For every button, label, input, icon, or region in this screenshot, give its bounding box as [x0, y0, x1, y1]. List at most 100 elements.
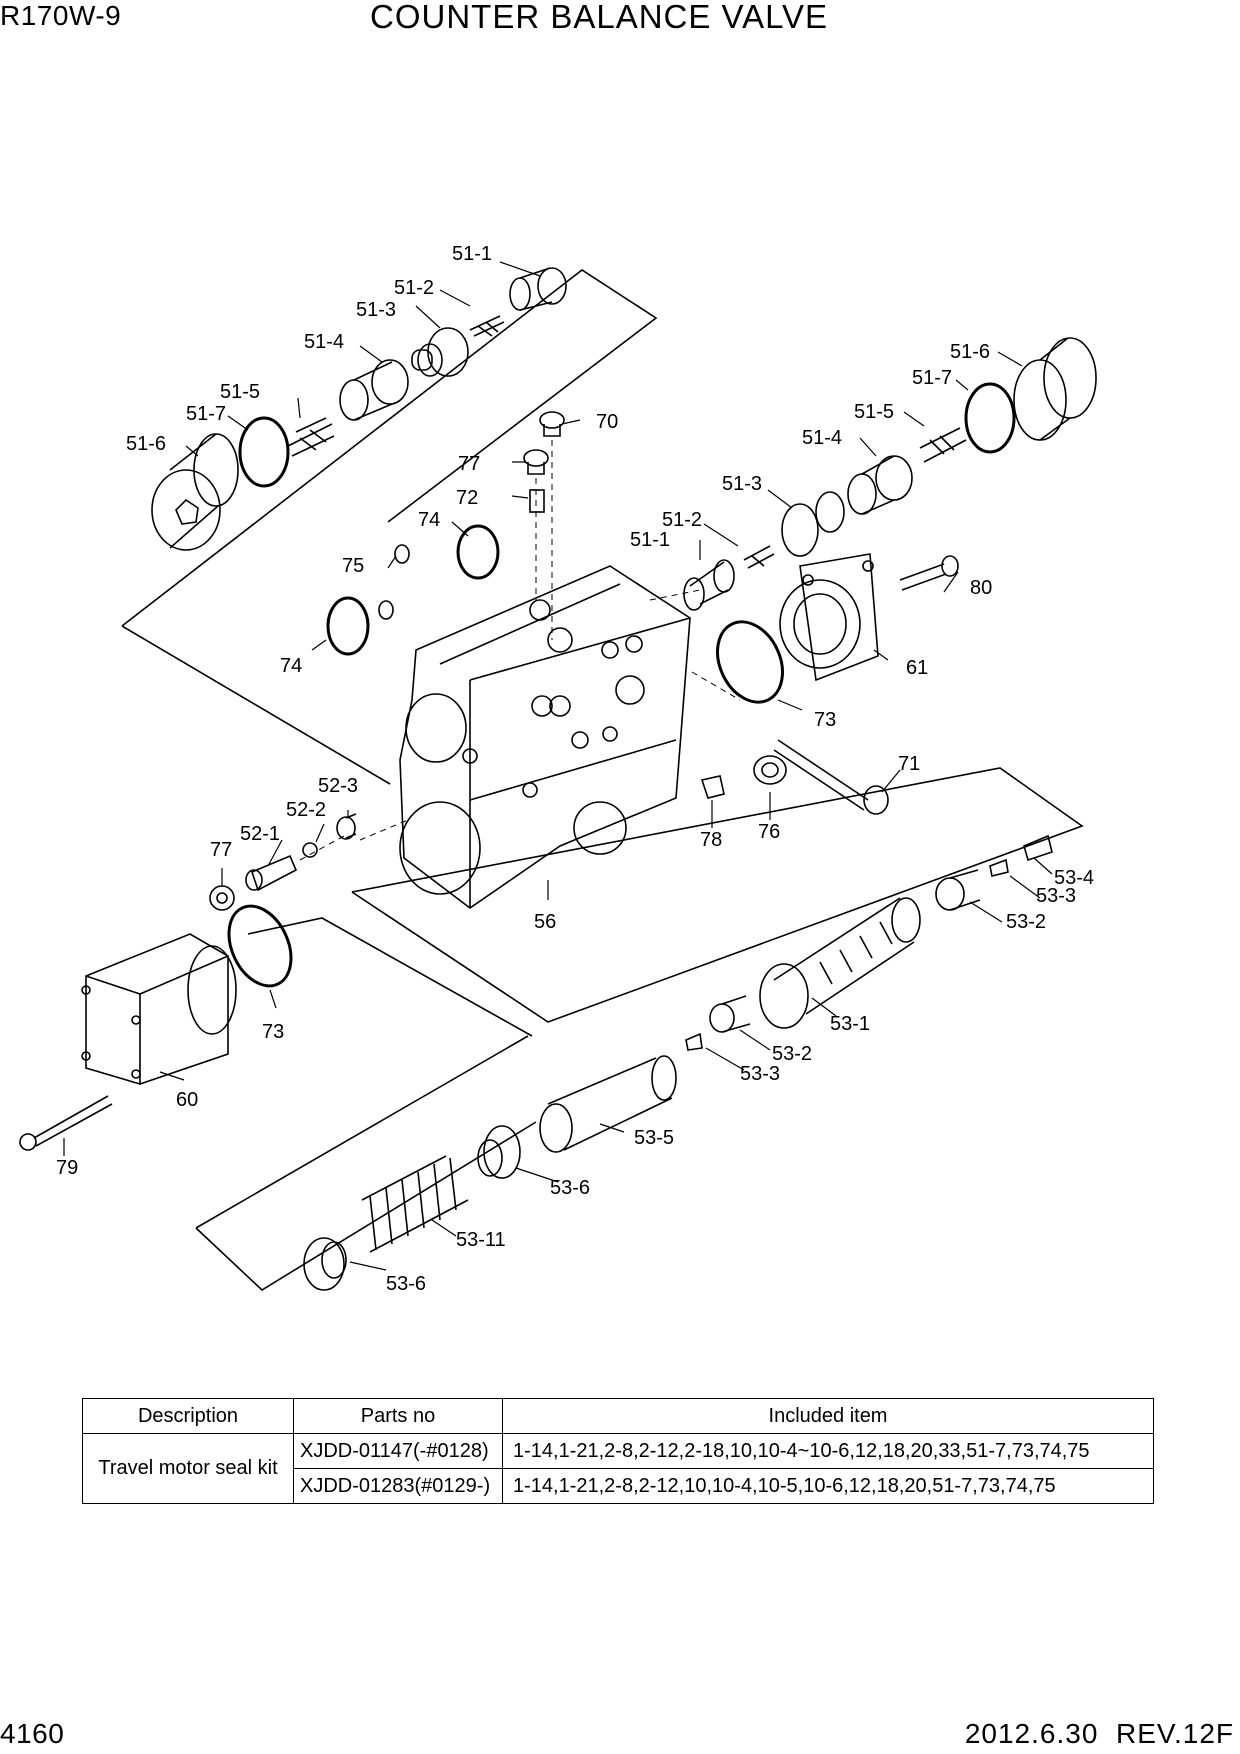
group-outline-51-left — [121, 269, 658, 785]
part-77-side-plug — [209, 885, 235, 911]
callout-51-2-right: 51-2 — [662, 509, 702, 531]
part-76-plug — [753, 755, 787, 785]
part-77-top-plug — [523, 449, 549, 475]
part-79-bolt — [19, 1095, 113, 1151]
callout-71: 71 — [898, 753, 920, 775]
callout-61: 61 — [906, 657, 928, 679]
part-53-11-spring — [361, 1155, 469, 1253]
callout-51-2-left: 51-2 — [394, 277, 434, 299]
part-51-2-left-spring — [469, 315, 505, 337]
included-item-cell: 1-14,1-21,2-8,2-12,2-18,10,10-4~10-6,12,… — [502, 1433, 1154, 1469]
callout-51-3-left: 51-3 — [356, 299, 396, 321]
part-73-oring-lower — [227, 904, 293, 988]
model-code: R170W-9 — [0, 0, 122, 31]
callout-75: 75 — [342, 555, 364, 577]
callout-70: 70 — [596, 411, 618, 433]
part-73-oring-upper — [716, 620, 784, 704]
part-74-oring-lower — [326, 596, 370, 656]
kit-description: Travel motor seal kit — [82, 1433, 294, 1504]
callout-53-2-lower: 53-2 — [772, 1043, 812, 1065]
part-51-7-left-oring — [238, 416, 290, 488]
callout-80: 80 — [970, 577, 992, 599]
part-51-1-right — [683, 559, 735, 611]
part-51-5-left-spring — [287, 417, 335, 457]
callout-53-1: 53-1 — [830, 1013, 870, 1035]
callout-60: 60 — [176, 1089, 198, 1111]
callout-51-6-right: 51-6 — [950, 341, 990, 363]
group-outline-53 — [351, 767, 1084, 1023]
part-51-4-right — [847, 455, 913, 515]
page-title: COUNTER BALANCE VALVE — [370, 0, 829, 35]
callout-72: 72 — [456, 487, 478, 509]
part-53-1 — [759, 897, 921, 1029]
date-revision: 2012.6.30 REV.12F — [964, 1718, 1234, 1749]
table-header-row: Description Parts no Included item — [82, 1398, 1154, 1434]
callout-53-5: 53-5 — [634, 1127, 674, 1149]
part-52-2-ball — [302, 842, 318, 858]
part-53-6-lower — [303, 1237, 347, 1291]
part-53-6-upper — [477, 1125, 521, 1179]
part-71-bolt — [773, 739, 889, 815]
callout-51-4-right: 51-4 — [802, 427, 842, 449]
callout-53-11: 53-11 — [456, 1229, 506, 1251]
part-51-1-left — [509, 267, 567, 311]
header-included-item: Included item — [502, 1398, 1154, 1434]
part-53-3-lower — [685, 1032, 703, 1051]
included-item-cell: 1-14,1-21,2-8,2-12,10,10-4,10-5,10-6,12,… — [502, 1468, 1154, 1504]
part-53-2-lower — [709, 995, 751, 1033]
part-61-flange — [779, 553, 879, 682]
part-80-bolt — [899, 555, 959, 591]
callout-53-3-upper: 53-3 — [1036, 885, 1076, 907]
part-70-plug — [539, 411, 565, 437]
table-row: XJDD-01283(#0129-) 1-14,1-21,2-8,2-12,10… — [83, 1468, 1154, 1504]
callout-53-4: 53-4 — [1054, 867, 1094, 889]
part-51-6-right — [1013, 337, 1097, 441]
seal-kit-table: Description Parts no Included item Trave… — [82, 1398, 1154, 1504]
part-53-5 — [539, 1055, 677, 1153]
callout-51-5-right: 51-5 — [854, 401, 894, 423]
part-74-oring-upper — [456, 524, 500, 580]
leader-lines — [63, 261, 1053, 1271]
part-53-4 — [1023, 834, 1053, 862]
parts-no-cell: XJDD-01283(#0129-) — [293, 1468, 503, 1504]
part-52-1 — [245, 854, 298, 892]
part-72-setscrew — [529, 489, 545, 513]
callout-74-upper: 74 — [418, 509, 440, 531]
group-outline-60 — [247, 917, 533, 1037]
part-78-plug — [700, 775, 725, 799]
callout-74-lower: 74 — [280, 655, 302, 677]
part-52-3 — [336, 813, 357, 840]
part-51-2-right-spring — [743, 545, 775, 569]
callout-51-5-left: 51-5 — [220, 381, 260, 403]
callout-51-7-left: 51-7 — [186, 403, 226, 425]
callout-51-3-right: 51-3 — [722, 473, 762, 495]
callout-53-6-upper: 53-6 — [550, 1177, 590, 1199]
part-51-3-left — [411, 327, 469, 377]
callout-51-1-right: 51-1 — [630, 529, 670, 551]
page-number: 4160 — [0, 1718, 65, 1749]
part-51-4-left — [339, 359, 409, 421]
part-51-5-right-spring — [919, 427, 967, 463]
callout-78: 78 — [700, 829, 722, 851]
callout-53-3-lower: 53-3 — [740, 1063, 780, 1085]
callout-51-7-right: 51-7 — [912, 367, 952, 389]
callout-77-top: 77 — [458, 453, 480, 475]
group-outline-53-lower — [195, 1035, 537, 1292]
callout-73-upper: 73 — [814, 709, 836, 731]
part-51-3-right — [781, 491, 845, 557]
callout-76: 76 — [758, 821, 780, 843]
part-51-6-left — [151, 433, 239, 551]
callout-51-4-left: 51-4 — [304, 331, 344, 353]
part-60-cover — [81, 933, 237, 1085]
callout-53-2-upper: 53-2 — [1006, 911, 1046, 933]
header-parts-no: Parts no — [293, 1398, 503, 1434]
header-description: Description — [82, 1398, 294, 1434]
callout-79: 79 — [56, 1157, 78, 1179]
part-53-3-upper — [989, 858, 1009, 877]
callout-51-1-left: 51-1 — [452, 243, 492, 265]
part-51-7-right-oring — [964, 382, 1016, 454]
part-53-2-upper — [935, 869, 981, 911]
part-75-oring-b — [378, 600, 394, 620]
part-75-oring-a — [394, 544, 410, 564]
